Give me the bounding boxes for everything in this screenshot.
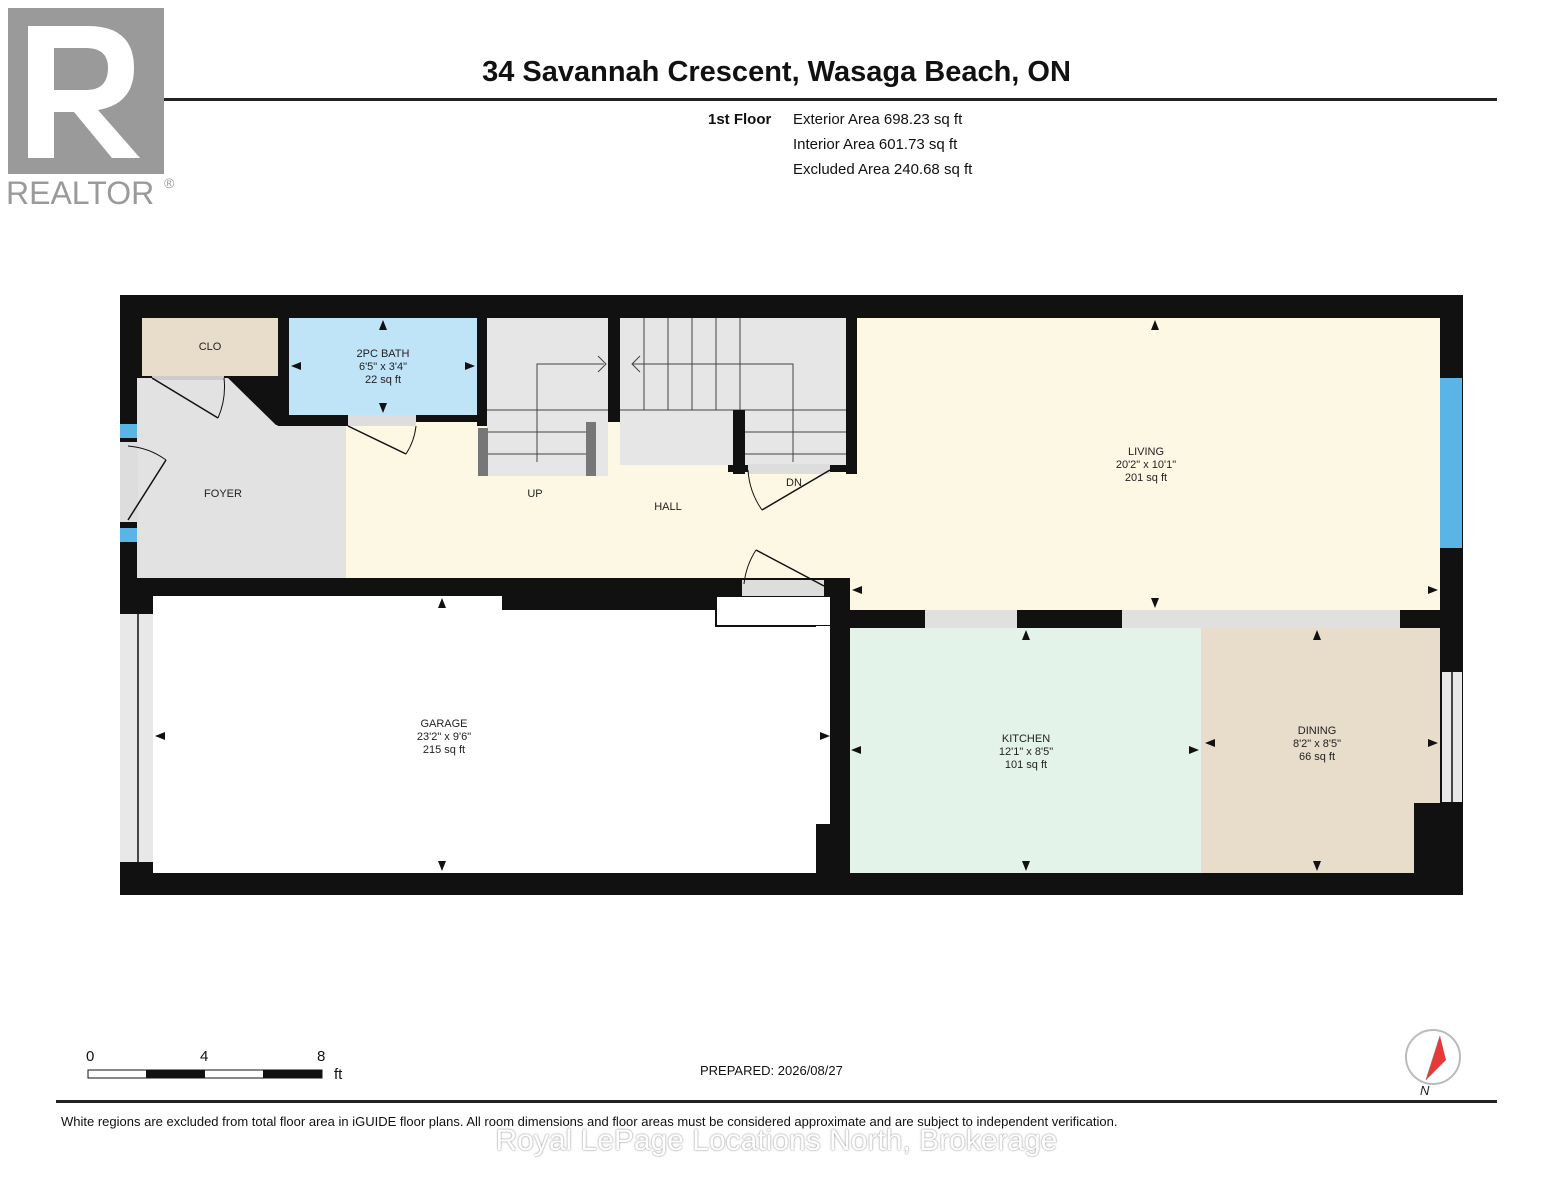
- stair-side-wall: [846, 318, 857, 474]
- label-living: LIVING: [1128, 446, 1164, 458]
- scale-tick-4: 4: [200, 1048, 209, 1065]
- garage-step: [715, 595, 833, 627]
- bath-door-gap: [348, 415, 416, 426]
- label-bath-dims: 6'5" x 3'4": [359, 361, 407, 373]
- label-living-dims: 20'2" x 10'1": [1116, 459, 1176, 471]
- label-garage-dims: 23'2" x 9'6": [417, 731, 471, 743]
- label-hall: HALL: [654, 501, 682, 513]
- compass: N: [1405, 1029, 1461, 1098]
- dining-room: [1201, 628, 1440, 873]
- garage-door-leaf: [755, 549, 825, 587]
- stair-return-wall: [733, 410, 745, 474]
- compass-label: N: [1420, 1083, 1430, 1098]
- wall-garage-top: [502, 596, 716, 610]
- header-divider: [56, 98, 1497, 101]
- disclaimer: White regions are excluded from total fl…: [61, 1114, 1118, 1129]
- label-bath-area: 22 sq ft: [365, 374, 401, 386]
- kitchen-room: [849, 628, 1201, 873]
- scale-tick-0: 0: [86, 1048, 95, 1065]
- scale-bar: [87, 1069, 323, 1079]
- label-bath: 2PC BATH: [357, 348, 410, 360]
- label-clo: CLO: [199, 341, 222, 353]
- label-dn: DN: [786, 477, 802, 489]
- page-title: 34 Savannah Crescent, Wasaga Beach, ON: [482, 56, 1071, 88]
- wall-living-kitchen-2: [1017, 610, 1122, 628]
- realtor-logo-text: REALTOR: [6, 175, 154, 211]
- wall-living-kitchen-1: [850, 610, 925, 628]
- wall-bath-left: [278, 318, 289, 426]
- garage-door-gap: [742, 580, 824, 596]
- interior-area: Interior Area 601.73 sq ft: [793, 136, 958, 153]
- registered-mark: ®: [164, 175, 175, 191]
- label-kitchen-dims: 12'1" x 8'5": [999, 746, 1053, 758]
- label-garage: GARAGE: [420, 718, 467, 730]
- garage-room: [153, 596, 816, 873]
- garage-door-swing: [743, 549, 757, 585]
- garage-overhead-door: [120, 614, 153, 862]
- label-dining-dims: 8'2" x 8'5": [1293, 738, 1341, 750]
- front-door-swing: [127, 445, 167, 461]
- closet-room: [142, 318, 278, 376]
- wall-bath-bottom: [278, 415, 348, 426]
- closet-door-swing: [217, 377, 225, 419]
- wall-bath-right: [477, 318, 487, 426]
- foyer-window-top: [120, 424, 137, 438]
- basement-door-leaf: [761, 469, 831, 511]
- closet-door-gap: [152, 376, 224, 380]
- foyer-window-bottom: [120, 528, 137, 542]
- living-room: [728, 318, 1440, 610]
- scale-tick-8: 8: [317, 1048, 326, 1065]
- label-dining-area: 66 sq ft: [1299, 751, 1335, 763]
- stair-divider-wall: [608, 318, 620, 412]
- brokerage-watermark: Royal LePage Locations North, Brokerage: [495, 1124, 1058, 1157]
- footer-divider: [56, 1100, 1497, 1103]
- stair-rail-left: [478, 428, 488, 476]
- front-door-gap: [120, 442, 138, 522]
- excluded-area: Excluded Area 240.68 sq ft: [793, 161, 973, 178]
- stair-treads: [487, 318, 846, 462]
- basement-door-gap: [748, 464, 830, 474]
- compass-needle-icon: [1426, 1036, 1446, 1080]
- garage-notch: [153, 596, 502, 610]
- front-door-leaf: [127, 459, 167, 521]
- stair-rail-right: [586, 422, 596, 476]
- dining-wall-corner: [1414, 803, 1442, 875]
- scale-unit: ft: [334, 1066, 343, 1083]
- floor-label: 1st Floor: [708, 111, 772, 128]
- realtor-r-glyph: [28, 26, 140, 158]
- living-window: [1440, 378, 1462, 548]
- label-kitchen-area: 101 sq ft: [1005, 759, 1047, 771]
- label-foyer: FOYER: [204, 488, 242, 500]
- bath-room: [289, 318, 477, 415]
- wall-garage-kitchen: [830, 578, 850, 875]
- label-kitchen: KITCHEN: [1002, 733, 1050, 745]
- opening-kitchen: [925, 610, 1017, 628]
- bath-door-leaf: [347, 425, 407, 455]
- bath-door-swing: [405, 425, 417, 455]
- label-dining: DINING: [1298, 725, 1337, 737]
- foyer-room: [137, 378, 346, 578]
- realtor-logo: REALTOR ®: [6, 8, 175, 211]
- opening-dining: [1122, 610, 1400, 628]
- closet-door-leaf: [151, 377, 219, 419]
- wall-foyer-angle: [228, 376, 278, 426]
- label-up: UP: [527, 488, 542, 500]
- dimension-arrows: [155, 320, 1438, 871]
- garage-recess: [816, 626, 830, 824]
- label-garage-area: 215 sq ft: [423, 744, 465, 756]
- basement-door-swing: [747, 469, 763, 511]
- wall-living-dining: [1400, 610, 1440, 628]
- exterior-area: Exterior Area 698.23 sq ft: [793, 111, 963, 128]
- label-living-area: 201 sq ft: [1125, 472, 1167, 484]
- wall-hall-garage: [137, 578, 827, 596]
- prepared-date: PREPARED: 2026/08/27: [700, 1063, 843, 1078]
